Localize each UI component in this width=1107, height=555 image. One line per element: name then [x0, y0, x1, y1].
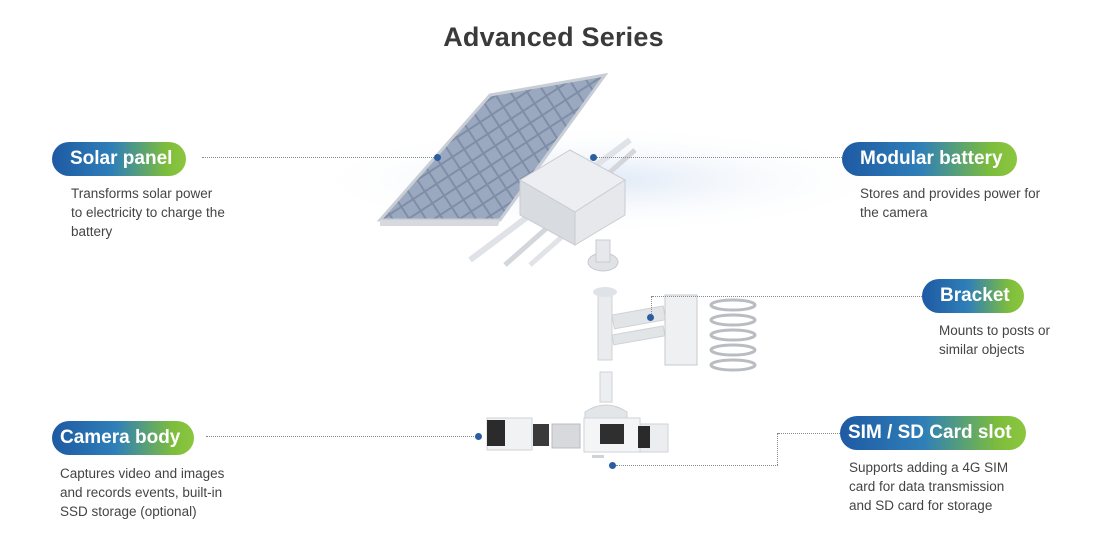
sim-connector-vertical: [777, 433, 778, 465]
solar-panel-description: Transforms solar power to electricity to…: [71, 184, 225, 241]
bracket-art: [593, 287, 757, 403]
camera-body-description: Captures video and images and records ev…: [60, 464, 224, 521]
camera-body-label: Camera body: [52, 421, 195, 455]
bracket-desc-line: similar objects: [939, 342, 1025, 357]
sim-sd-slot-label: SIM / SD Card slot: [840, 416, 1026, 450]
modular-battery-label: Modular battery: [842, 142, 1017, 176]
solar-desc-line: to electricity to charge the: [71, 205, 225, 220]
bracket-marker-dot: [647, 314, 654, 321]
camera-art: [486, 404, 669, 458]
battery-connector: [596, 157, 844, 158]
bracket-desc-line: Mounts to posts or: [939, 323, 1051, 338]
bracket-description: Mounts to posts or similar objects: [939, 321, 1050, 359]
sim-desc-line: and SD card for storage: [849, 498, 993, 513]
camera-connector: [206, 436, 478, 437]
camera-desc-line: SSD storage (optional): [60, 504, 197, 519]
bracket-label: Bracket: [922, 279, 1024, 313]
solar-panel-label: Solar panel: [52, 142, 187, 176]
sim-marker-dot: [609, 462, 616, 469]
modular-battery-description: Stores and provides power for the camera: [860, 184, 1040, 222]
sim-connector-top: [778, 433, 842, 434]
solar-desc-line: battery: [71, 224, 113, 239]
sim-desc-line: card for data transmission: [849, 479, 1005, 494]
bracket-connector-vertical: [651, 296, 652, 316]
camera-desc-line: Captures video and images: [60, 466, 225, 481]
solar-desc-line: Transforms solar power: [71, 186, 213, 201]
page-title: Advanced Series: [443, 22, 664, 52]
sim-connector-bottom: [616, 465, 778, 466]
bracket-connector: [652, 296, 926, 297]
sim-sd-slot-description: Supports adding a 4G SIM card for data t…: [849, 458, 1008, 515]
solar-marker-dot: [434, 154, 441, 161]
battery-marker-dot: [590, 154, 597, 161]
battery-desc-line: the camera: [860, 205, 928, 220]
solar-connector: [202, 157, 438, 158]
battery-art: [519, 149, 626, 272]
camera-desc-line: and records events, built-in: [60, 485, 223, 500]
battery-desc-line: Stores and provides power for: [860, 186, 1041, 201]
camera-marker-dot: [475, 433, 482, 440]
sim-desc-line: Supports adding a 4G SIM: [849, 460, 1009, 475]
